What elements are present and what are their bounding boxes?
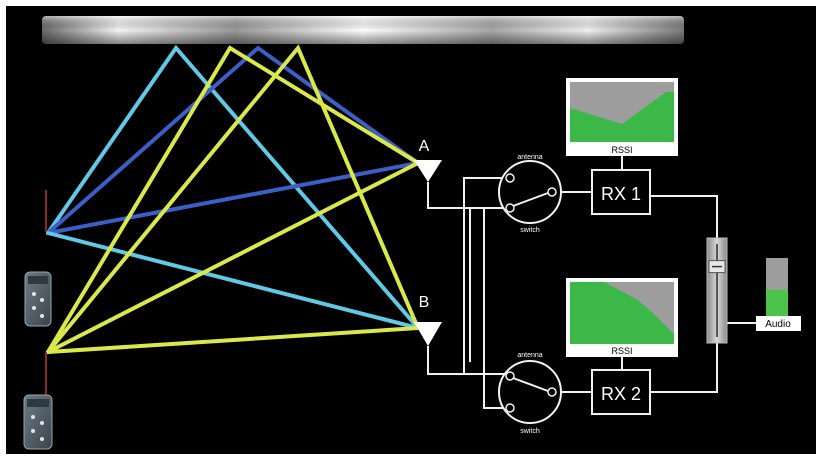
wiring: [427, 156, 756, 409]
antenna-b: B: [414, 294, 442, 346]
transmitter-1: [24, 190, 52, 327]
antenna-b-label: B: [419, 294, 430, 311]
ray-t2-yellow-direct-b: [46, 326, 420, 354]
antenna-switch-2: antenna switch: [498, 352, 562, 435]
transmitter-2: [23, 352, 53, 450]
audio-level-fill: [766, 289, 788, 316]
audio-label: Audio: [765, 319, 791, 330]
antenna-a: A: [414, 138, 442, 182]
ray-t1-blue-direct-a: [46, 161, 420, 235]
signal-paths: [46, 44, 420, 354]
switch-1-bottom-label: switch: [520, 227, 540, 234]
receiver-1-box: RX 1: [591, 169, 651, 215]
rssi-meter-1: RSSI: [566, 78, 678, 156]
antenna-a-label: A: [419, 138, 430, 155]
switch-2-bottom-label: switch: [520, 428, 540, 435]
ray-t2-yellow-bounce-b: [46, 44, 420, 354]
rssi-meter-1-label: RSSI: [611, 145, 632, 155]
ray-t1-cyan-bounce: [46, 44, 420, 330]
switch-2-top-label: antenna: [517, 352, 542, 359]
ray-t2-yellow-direct-a: [46, 161, 420, 354]
rssi-meter-2: RSSI: [566, 278, 678, 357]
ray-t2-yellow-bounce-a: [46, 45, 420, 354]
reflector-bar: [42, 16, 684, 44]
receiver-2-box: RX 2: [591, 369, 651, 415]
crossfade-fader: [706, 237, 728, 344]
receiver-2-label: RX 2: [601, 384, 641, 404]
audio-level-meter: Audio: [756, 258, 801, 331]
rssi-meter-2-label: RSSI: [611, 346, 632, 356]
antenna-switch-1: antenna switch: [498, 154, 562, 234]
receiver-1-label: RX 1: [601, 184, 641, 204]
switch-1-top-label: antenna: [517, 154, 542, 161]
diagram-background: [6, 6, 816, 454]
ray-t1-blue-bounce: [46, 45, 420, 235]
